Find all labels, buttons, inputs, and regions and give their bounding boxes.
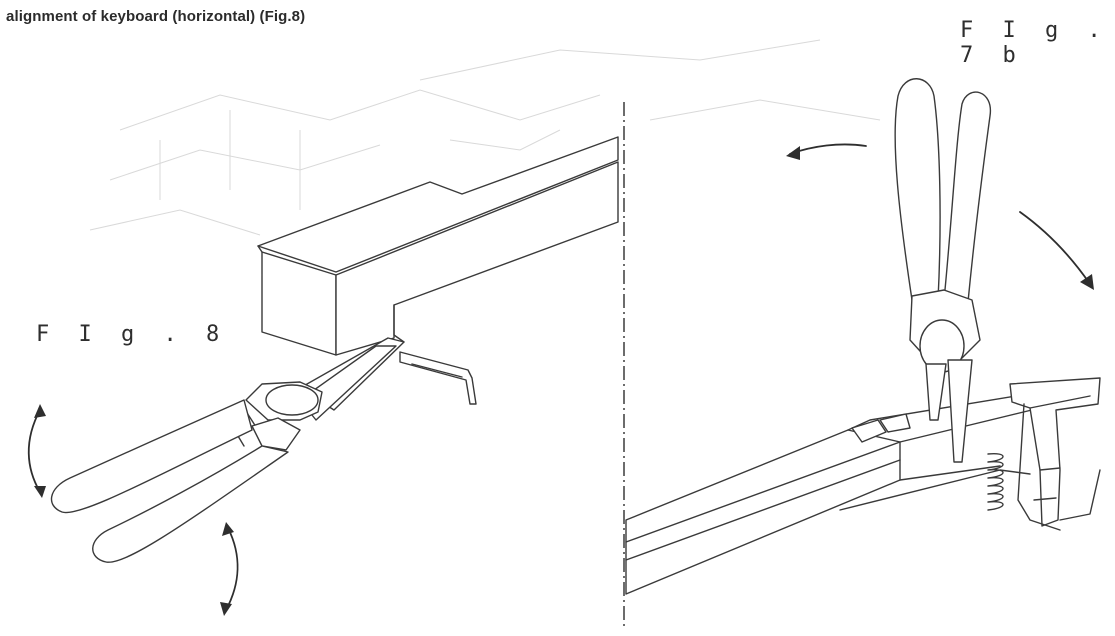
fig-8-drawing xyxy=(27,136,619,616)
key-lever-7b xyxy=(625,429,901,595)
guide-bracket xyxy=(399,351,477,405)
key-lever-top xyxy=(257,136,619,273)
rotation-arrow-upper xyxy=(27,409,41,493)
swing-arrow-left xyxy=(789,143,867,155)
fig-7b-label: F I g . 7 b xyxy=(960,18,1109,68)
swing-arrow-right xyxy=(1019,211,1091,285)
spring xyxy=(987,452,1004,511)
fig-8-label: F I g . 8 xyxy=(36,322,228,347)
bracket-7b xyxy=(1009,377,1101,527)
pliers-fig8 xyxy=(50,337,405,563)
faint-background-traces xyxy=(89,39,881,236)
page-caption: alignment of keyboard (horizontal) (Fig.… xyxy=(6,8,306,25)
pliers-fig7b xyxy=(894,78,991,463)
fig-7b-drawing xyxy=(625,78,1101,595)
rotation-arrow-lower xyxy=(225,527,239,611)
